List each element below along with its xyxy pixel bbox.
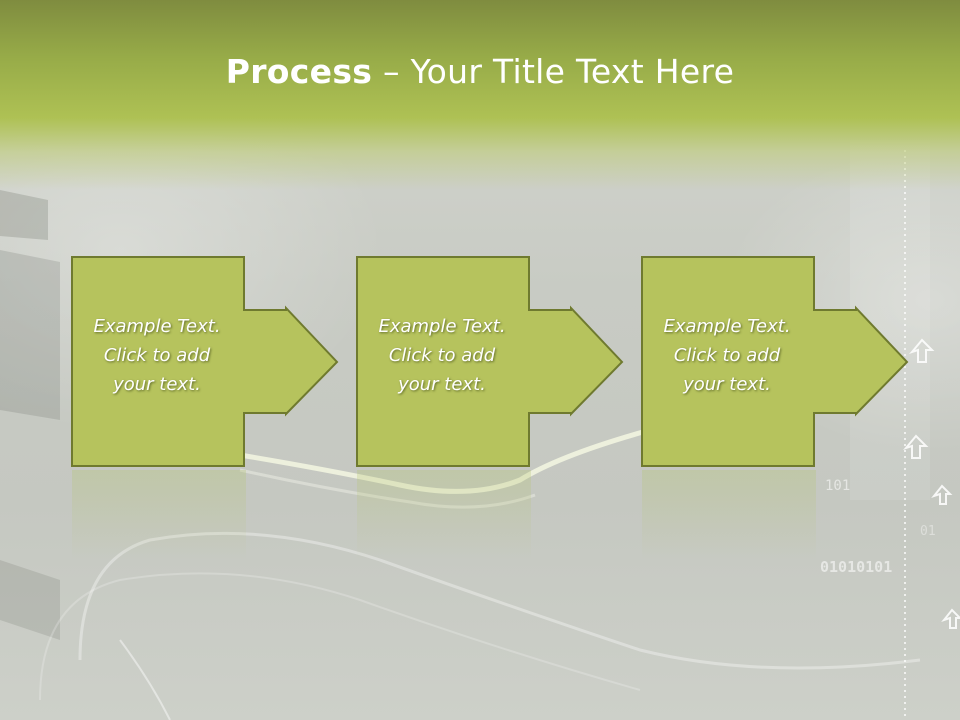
step-line-1: Example Text. xyxy=(378,316,506,337)
step-text[interactable]: Example Text. Click to add your text. xyxy=(71,312,243,399)
step-line-2: Click to add xyxy=(388,345,496,366)
process-step-3[interactable]: Example Text. Click to add your text. xyxy=(641,256,909,468)
arrow-box-shape xyxy=(356,256,624,467)
title-rest: – Your Title Text Here xyxy=(372,52,735,91)
title-band xyxy=(0,0,960,190)
step-reflection xyxy=(357,470,531,560)
step-reflection xyxy=(72,470,246,560)
step-line-3: your text. xyxy=(398,374,486,395)
step-reflection xyxy=(642,470,816,560)
binary-text-2: 01010101 xyxy=(820,558,892,576)
process-step-1[interactable]: Example Text. Click to add your text. xyxy=(71,256,339,468)
arrow-box-shape xyxy=(641,256,909,467)
step-line-1: Example Text. xyxy=(93,316,221,337)
arrow-box-shape xyxy=(71,256,339,467)
step-text[interactable]: Example Text. Click to add your text. xyxy=(641,312,813,399)
binary-text-3: 01 xyxy=(920,524,936,539)
step-line-2: Click to add xyxy=(673,345,781,366)
slide-title[interactable]: Process – Your Title Text Here xyxy=(0,52,960,91)
step-line-1: Example Text. xyxy=(663,316,791,337)
hand-cursor-icon xyxy=(902,338,960,629)
step-text[interactable]: Example Text. Click to add your text. xyxy=(356,312,528,399)
binary-text-1: 101 xyxy=(825,478,850,494)
title-bold: Process xyxy=(225,52,373,91)
step-line-3: your text. xyxy=(113,374,201,395)
step-line-2: Click to add xyxy=(103,345,211,366)
process-step-2[interactable]: Example Text. Click to add your text. xyxy=(356,256,624,468)
step-line-3: your text. xyxy=(683,374,771,395)
